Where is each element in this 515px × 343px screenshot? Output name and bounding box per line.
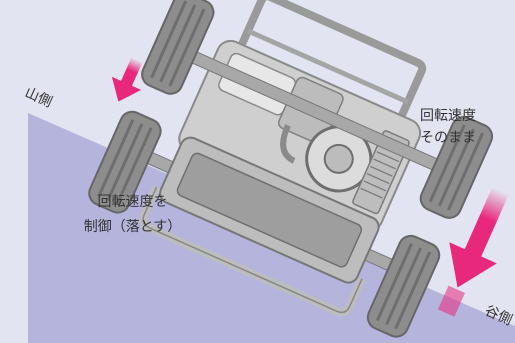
tire-uphill-rear	[88, 110, 162, 214]
tire-uphill-front	[141, 0, 215, 95]
keep-caption: 回転速度 そのまま	[420, 105, 476, 149]
tire-downhill-rear	[366, 234, 441, 338]
down-left-arrow-icon	[111, 57, 143, 102]
down-left-arrow-icon	[437, 186, 509, 317]
keep-caption-line2: そのまま	[420, 130, 476, 146]
control-caption: 回転速度を 制御（落とす）	[60, 190, 205, 240]
keep-caption-line1: 回転速度	[420, 108, 476, 124]
control-caption-line1: 回転速度を	[97, 194, 168, 210]
tire-downhill-front	[419, 116, 494, 219]
control-caption-line2: 制御（落とす）	[83, 219, 182, 235]
mower-machine	[88, 0, 494, 338]
